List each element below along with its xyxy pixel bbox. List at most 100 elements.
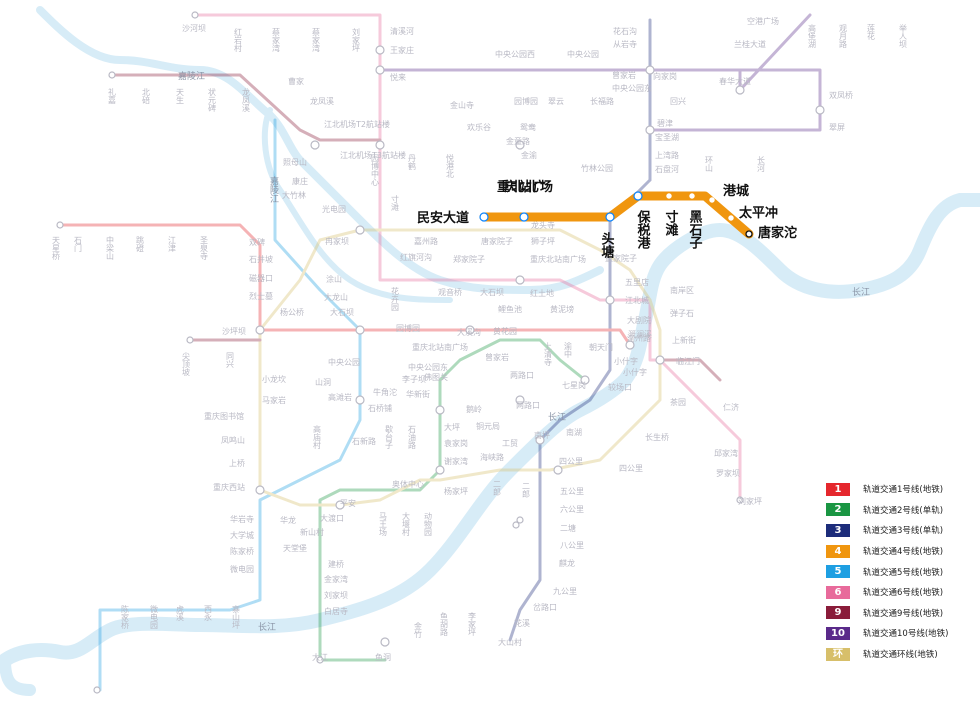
- station-label: 红土地: [530, 288, 554, 298]
- station-label-vertical: 龙凤溪: [242, 87, 251, 113]
- station-dot: [255, 325, 265, 335]
- station-hei-shi-zi-dot[interactable]: [689, 193, 695, 199]
- station-label: 上新街: [672, 335, 696, 345]
- station-label: 麒龙: [559, 558, 575, 568]
- station-label: 宝圣湖: [655, 132, 679, 142]
- legend-row-line9[interactable]: 9 轨道交通9号线(地铁): [826, 603, 976, 624]
- station-label: 仁济: [723, 402, 739, 412]
- station-label: 园博园: [514, 96, 538, 106]
- line-badge: 10: [826, 626, 850, 640]
- station-label-vertical: 李家坪: [468, 611, 477, 637]
- station-label: 竹林公园: [581, 163, 613, 173]
- station-label: 金山寺: [450, 100, 474, 110]
- rivers-layer: [0, 6, 980, 696]
- station-label: 照母山: [283, 157, 307, 167]
- station-tai-ping-chong-dot[interactable]: [728, 215, 734, 221]
- station-label: 唐家院子: [481, 236, 513, 246]
- station-label-hei-shi-zi: 黑石子: [687, 210, 704, 250]
- legend-row-line5[interactable]: 5 轨道交通5号线(地铁): [826, 561, 976, 582]
- station-dot: [515, 395, 525, 405]
- station-label: 七星岗: [562, 381, 586, 390]
- faint-vertical-labels: 红岩村 蔡家湾 蔡家湾 刘家坪 高堡湖 观月路 莲花 举人坝 礼嘉 北碚 天生 …: [52, 23, 908, 639]
- line5-path: [98, 118, 362, 692]
- station-tou-tang-dot[interactable]: [605, 212, 615, 222]
- station-label: 工贸: [502, 438, 518, 448]
- station-label: 长生桥: [645, 432, 669, 442]
- station-label-vertical: 尖顶坡: [182, 351, 191, 377]
- station-dot: [815, 105, 825, 115]
- station-label-vertical: 江津: [168, 236, 177, 253]
- legend-row-line4[interactable]: 4 轨道交通4号线(地铁): [826, 541, 976, 562]
- legend-row-loop[interactable]: 环 轨道交通环线(地铁): [826, 644, 976, 665]
- station-cun-tan-dot[interactable]: [666, 193, 672, 199]
- station-label-vertical: 悦港北: [446, 153, 455, 179]
- station-label-tai-ping-chong: 太平冲: [738, 205, 778, 221]
- station-label-tang-jia-tuo: 唐家沱: [758, 225, 797, 241]
- river-label-jialing-upper: 嘉陵江: [178, 70, 205, 82]
- station-label-vertical: 动物园: [424, 511, 433, 537]
- station-label: 鹅岭: [466, 404, 482, 414]
- line-badge: 1: [826, 482, 850, 496]
- station-label: 沙河坝: [182, 23, 206, 33]
- station-label: 大龙山: [324, 292, 348, 302]
- station-gang-cheng-dot[interactable]: [709, 197, 715, 203]
- station-dot: [375, 65, 385, 75]
- station-label: 向家岗: [653, 71, 677, 81]
- station-label: 石桥铺: [368, 403, 392, 413]
- station-dot: [355, 395, 365, 405]
- station-label: 天堂堡: [283, 543, 307, 553]
- station-dot: [655, 355, 665, 365]
- station-label: 大学城: [230, 530, 254, 540]
- station-label: 重庆北站南广场: [530, 254, 586, 264]
- station-label: 磁器口: [249, 273, 273, 283]
- station-label: 大江: [312, 652, 328, 662]
- station-label-vertical: 马王场: [379, 512, 388, 537]
- legend-label: 轨道交通环线(地铁): [863, 650, 938, 661]
- station-label: 悦来: [390, 72, 406, 82]
- station-label: 回兴: [670, 97, 686, 106]
- station-label-vertical: 渝中: [564, 341, 573, 359]
- station-label: 石井坡: [249, 254, 273, 264]
- station-label: 五公里: [560, 487, 584, 496]
- station-label: 新山村: [300, 527, 324, 537]
- station-label: 陈家桥: [230, 546, 254, 556]
- station-label: 牛角沱: [373, 387, 397, 397]
- station-label: 金家湾: [324, 574, 348, 584]
- station-label: 大竹林: [282, 190, 306, 200]
- station-label: 花石沟: [613, 26, 637, 36]
- legend-row-line10[interactable]: 10 轨道交通10号线(地铁): [826, 623, 976, 644]
- station-label: 双凤桥: [829, 90, 853, 100]
- station-label: 南湖: [566, 427, 582, 437]
- station-bao-shui-gang-dot[interactable]: [633, 191, 643, 201]
- station-label: 光电园: [322, 204, 346, 214]
- station-label-vertical: 礼嘉: [108, 87, 117, 105]
- station-label: 嘉州路: [414, 236, 438, 246]
- station-label: 黄泥塝: [550, 304, 574, 314]
- legend-label: 轨道交通4号线(地铁): [863, 547, 944, 558]
- station-label-vertical: 二郎: [522, 482, 531, 499]
- station-label-vertical: 寨山坪: [232, 604, 241, 630]
- station-dot: [380, 637, 390, 647]
- station-chongqing-north-dot[interactable]: [519, 212, 529, 222]
- station-dot: [375, 140, 385, 150]
- station-label-vertical: 高堡湖: [808, 23, 817, 49]
- legend-label: 轨道交通9号线(地铁): [863, 608, 944, 619]
- station-label: 曾家岩: [612, 70, 636, 80]
- station-tang-jia-tuo-dot[interactable]: [745, 230, 753, 238]
- station-label-vertical: 西永: [204, 605, 213, 621]
- station-label-vertical: 微电园: [150, 604, 159, 630]
- station-label: 江北机场T2航站楼: [324, 119, 390, 129]
- legend-row-line6[interactable]: 6 轨道交通6号线(地铁): [826, 582, 976, 603]
- station-dot: [335, 500, 345, 510]
- station-label-vertical: 金竹: [414, 621, 423, 639]
- station-dot: [645, 125, 655, 135]
- station-label: 春华大道: [719, 76, 751, 86]
- station-label: 双碑: [249, 237, 265, 247]
- legend-row-line2[interactable]: 2 轨道交通2号线(单轨): [826, 500, 976, 521]
- station-min-an-da-dao-dot[interactable]: [479, 212, 489, 222]
- station-label: 九公里: [553, 587, 577, 596]
- legend-row-line3[interactable]: 3 轨道交通3号线(单轨): [826, 520, 976, 541]
- legend-row-line1[interactable]: 1 轨道交通1号线(地铁): [826, 479, 976, 500]
- station-dot: [186, 336, 194, 344]
